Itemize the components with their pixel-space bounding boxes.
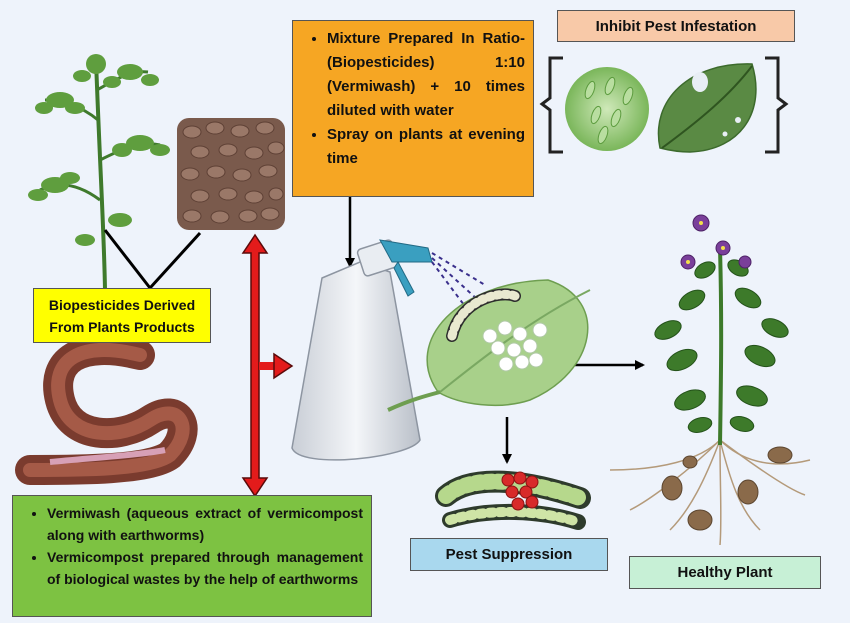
vermiwash-item: Vermiwash (aqueous extract of vermicompo…	[47, 502, 363, 546]
mixture-preparation-box: Mixture Prepared In Ratio- (Biopesticide…	[292, 20, 534, 197]
biopesticides-label-line2: From Plants Products	[49, 319, 195, 335]
bracket-right	[765, 56, 789, 154]
leaf-with-caterpillar-icon	[387, 279, 591, 412]
bracket-left	[539, 56, 563, 154]
vermicompost-item: Vermicompost prepared through management…	[47, 546, 363, 590]
vermiwash-info-box: Vermiwash (aqueous extract of vermicompo…	[12, 495, 372, 617]
spray-bottle-icon	[291, 239, 486, 461]
leaf-closeup-icon	[565, 67, 649, 151]
caterpillars-icon	[435, 470, 591, 530]
pest-suppression-label: Pest Suppression	[410, 538, 608, 571]
plant-products-pile-icon	[177, 118, 285, 230]
biopesticides-label: Biopesticides Derived From Plants Produc…	[33, 288, 211, 343]
connector-lines	[103, 229, 202, 290]
spray-item: Spray on plants at evening time	[327, 123, 525, 171]
biopesticides-label-line1: Biopesticides Derived	[48, 297, 196, 313]
tomato-plant-icon	[28, 54, 170, 291]
infested-leaf-icon	[657, 63, 757, 153]
inhibit-pest-infestation-label: Inhibit Pest Infestation	[557, 10, 795, 42]
earthworm-icon	[15, 335, 198, 485]
mixture-item: Mixture Prepared In Ratio- (Biopesticide…	[327, 27, 525, 123]
black-arrows	[345, 197, 645, 464]
red-double-arrow	[241, 233, 294, 498]
potato-plant-icon	[609, 214, 811, 546]
healthy-plant-label: Healthy Plant	[629, 556, 821, 589]
